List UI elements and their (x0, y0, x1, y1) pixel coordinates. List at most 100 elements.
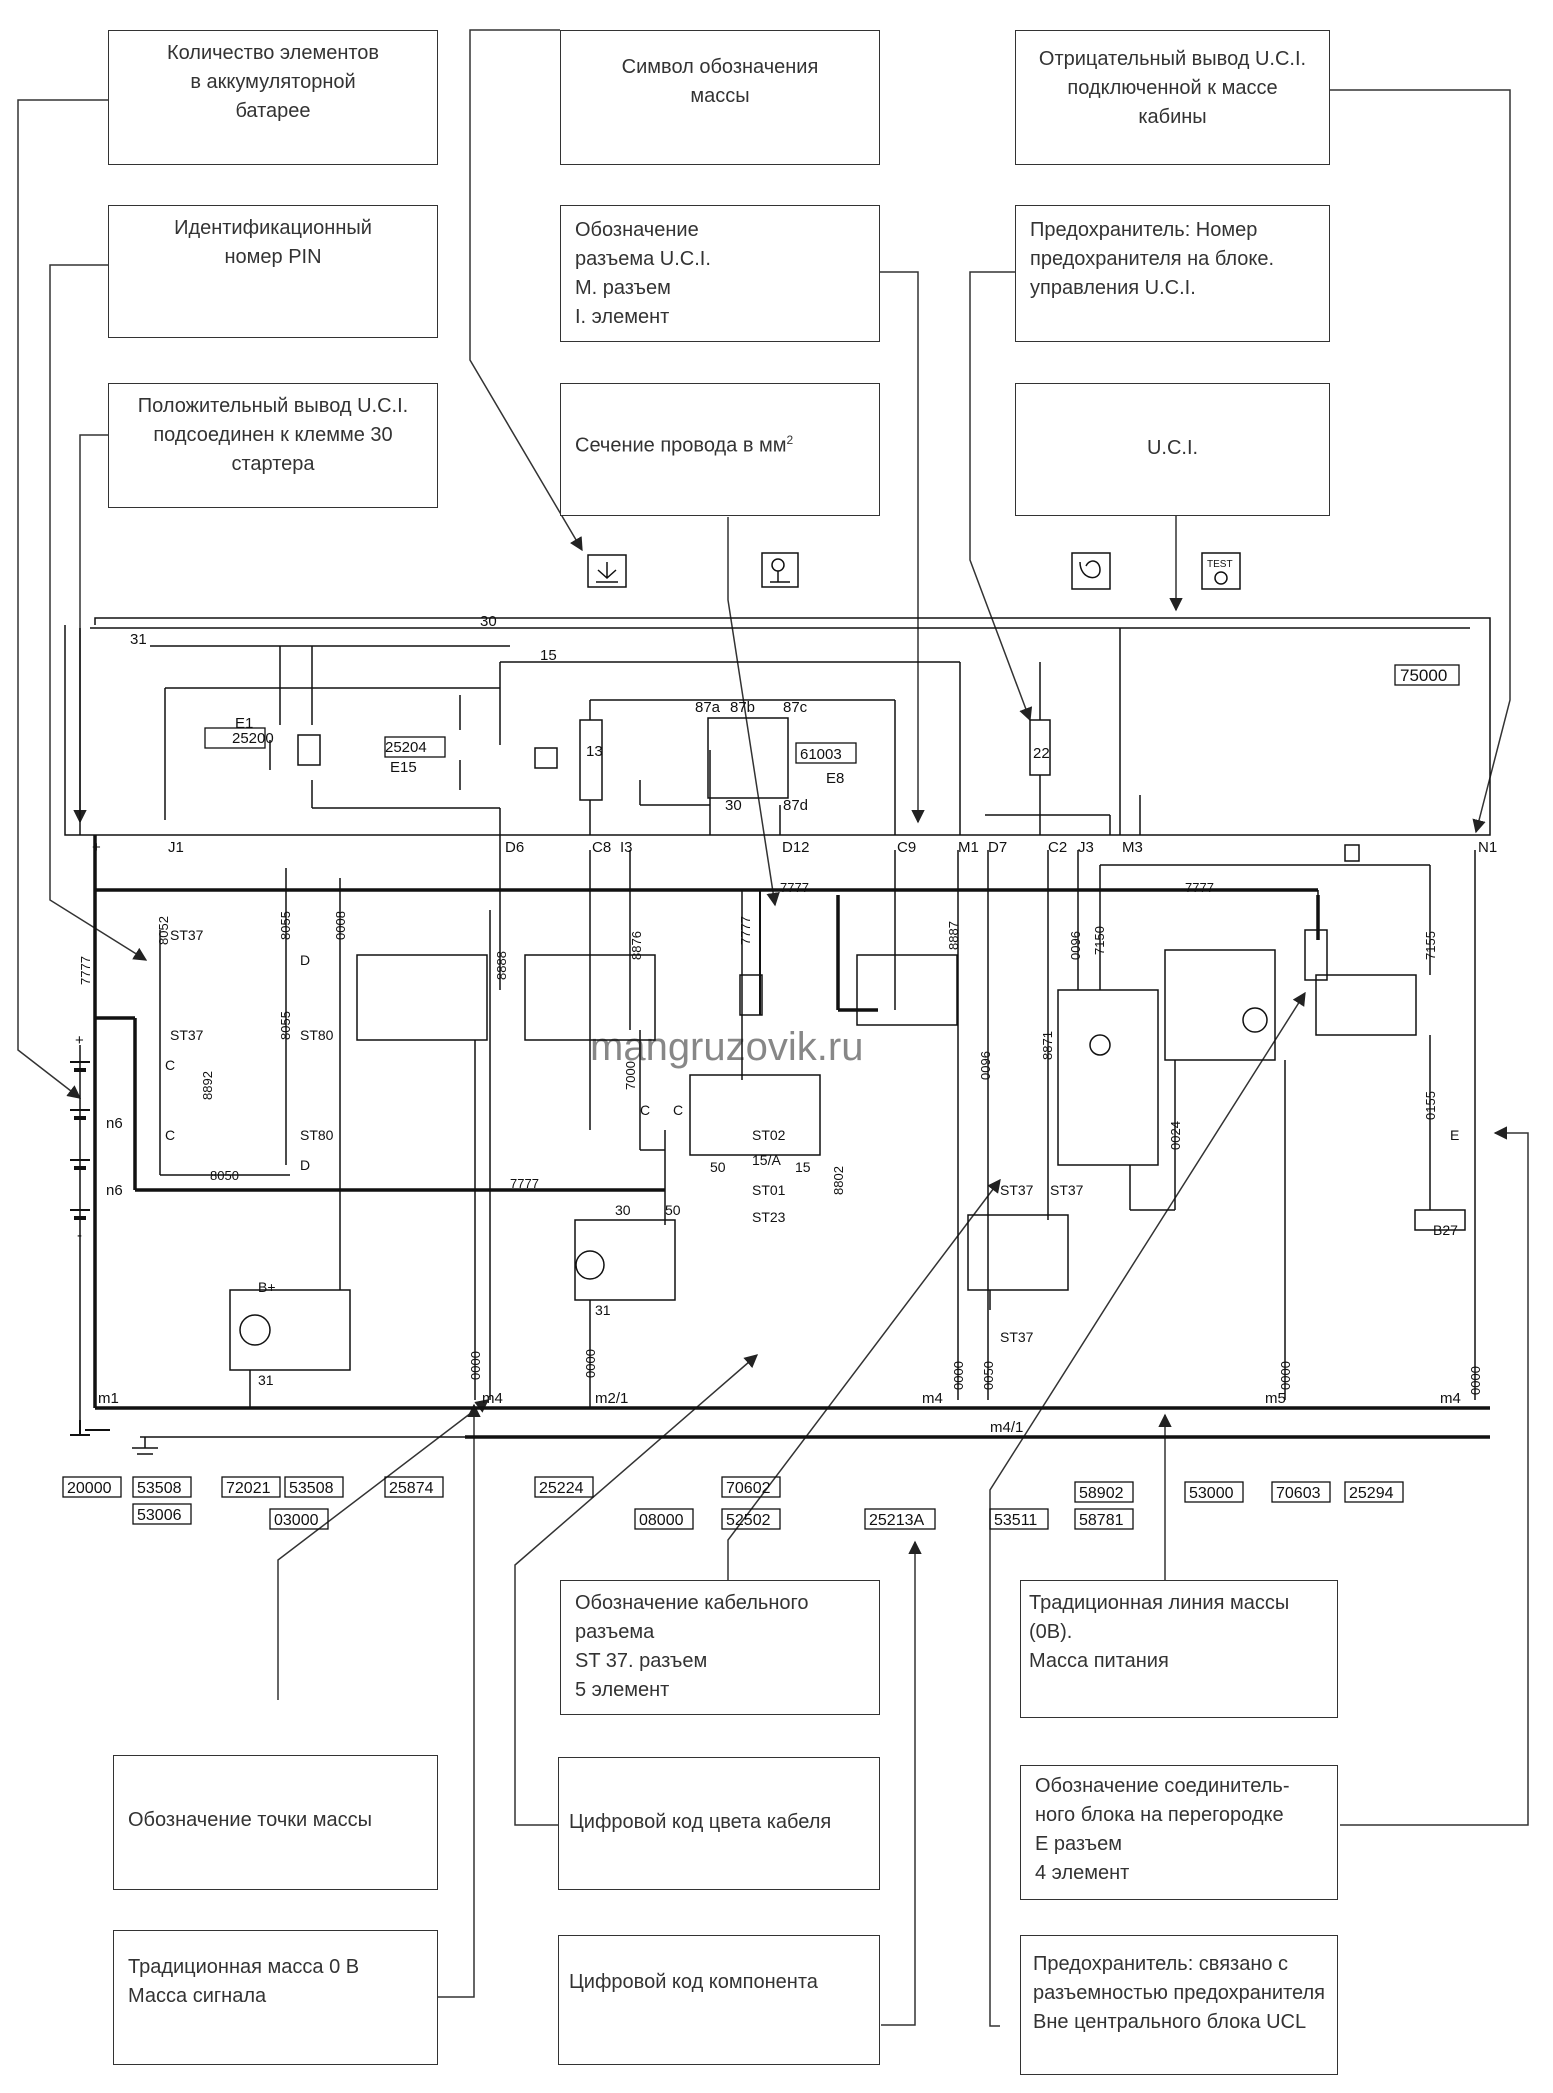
svg-text:7155: 7155 (1423, 931, 1438, 960)
svg-text:7777: 7777 (780, 880, 809, 895)
svg-text:50: 50 (665, 1202, 681, 1218)
svg-text:ST37: ST37 (170, 927, 204, 943)
svg-text:53000: 53000 (1189, 1485, 1234, 1502)
svg-text:E15: E15 (390, 759, 417, 776)
svg-text:8888: 8888 (494, 951, 509, 980)
svg-text:53508: 53508 (289, 1480, 334, 1497)
svg-text:ST37: ST37 (1050, 1182, 1084, 1198)
svg-text:B+: B+ (258, 1279, 276, 1295)
svg-text:J1: J1 (168, 839, 184, 856)
test-icon (1201, 552, 1241, 590)
svg-text:30: 30 (615, 1202, 631, 1218)
svg-text:25224: 25224 (539, 1480, 584, 1497)
svg-text:0096: 0096 (978, 1051, 993, 1080)
svg-text:8050: 8050 (210, 1168, 239, 1183)
svg-text:n6: n6 (106, 1182, 123, 1199)
svg-text:58781: 58781 (1079, 1512, 1124, 1529)
svg-text:0000: 0000 (583, 1349, 598, 1378)
svg-text:0000: 0000 (468, 1351, 483, 1380)
svg-text:87b: 87b (730, 699, 755, 716)
svg-text:87a: 87a (695, 699, 721, 716)
svg-text:25204: 25204 (385, 739, 427, 756)
svg-text:7777: 7777 (738, 916, 753, 945)
svg-text:ST80: ST80 (300, 1127, 334, 1143)
svg-text:61003: 61003 (800, 746, 842, 763)
svg-text:72021: 72021 (226, 1480, 271, 1497)
svg-text:m5: m5 (1265, 1390, 1286, 1407)
component-codes: 20000 53508 72021 53508 25874 25224 7060… (67, 1480, 1394, 1529)
svg-text:87d: 87d (783, 797, 808, 814)
svg-text:D: D (300, 952, 310, 968)
svg-text:7777: 7777 (510, 1176, 539, 1191)
svg-text:n6: n6 (106, 1115, 123, 1132)
svg-text:J3: J3 (1078, 839, 1094, 856)
svg-text:52502: 52502 (726, 1512, 771, 1529)
svg-text:13: 13 (586, 743, 603, 760)
svg-text:D: D (300, 1157, 310, 1173)
svg-text:31: 31 (130, 631, 147, 648)
svg-text:8802: 8802 (831, 1166, 846, 1195)
svg-text:8892: 8892 (200, 1071, 215, 1100)
svg-text:03000: 03000 (274, 1512, 319, 1529)
svg-text:8887: 8887 (946, 921, 961, 950)
callout-uci-positive: Положительный вывод U.C.I.подсоединен к … (108, 383, 438, 508)
svg-text:8876: 8876 (629, 931, 644, 960)
svg-text:ST37: ST37 (170, 1027, 204, 1043)
wire-section-icon (761, 552, 799, 588)
uci-code: 75000 (1400, 666, 1447, 685)
svg-text:7150: 7150 (1092, 926, 1107, 955)
callout-wire-section: Сечение провода в мм2 (560, 383, 880, 516)
svg-text:31: 31 (258, 1372, 274, 1388)
svg-text:53508: 53508 (137, 1480, 182, 1497)
battery (70, 1045, 90, 1436)
svg-text:ST23: ST23 (752, 1209, 786, 1225)
power-bus-7777 (93, 835, 1320, 1408)
callout-ground-point: Обозначение точки массы (113, 1755, 438, 1890)
svg-text:ST80: ST80 (300, 1027, 334, 1043)
svg-text:-: - (77, 1227, 82, 1244)
svg-text:m4: m4 (482, 1390, 503, 1407)
svg-text:m4: m4 (1440, 1390, 1461, 1407)
svg-text:15: 15 (795, 1159, 811, 1175)
svg-text:53511: 53511 (994, 1512, 1037, 1529)
callout-bulkhead-connector: Обозначение соединитель-ного блока на пе… (1020, 1765, 1338, 1900)
svg-text:D12: D12 (782, 839, 810, 856)
top-buses (79, 627, 1470, 835)
svg-text:E8: E8 (826, 770, 844, 787)
svg-text:M1: M1 (958, 839, 979, 856)
callout-cable-color-code: Цифровой код цвета кабеля (558, 1757, 880, 1890)
connector-labels: ST37 ST37 ST80 ST80 C C D D C C ST01 ST0… (165, 927, 1459, 1388)
svg-text:58902: 58902 (1079, 1485, 1124, 1502)
svg-text:25200: 25200 (232, 730, 274, 747)
svg-text:ST37: ST37 (1000, 1329, 1034, 1345)
callout-traditional-ground-line: Традиционная линия массы (0В).Масса пита… (1020, 1580, 1338, 1718)
uci-pins: + J1 D6 C8 I3 D12 C9 M1 D7 C2 J3 M3 N1 (92, 839, 1497, 856)
svg-text:25294: 25294 (1349, 1485, 1394, 1502)
svg-text:+: + (75, 1032, 84, 1049)
svg-text:87c: 87c (783, 699, 808, 716)
svg-text:C: C (165, 1057, 175, 1073)
svg-text:7000: 7000 (623, 1061, 638, 1090)
watermark: mangruzovik.ru (590, 1025, 863, 1069)
svg-text:ST02: ST02 (752, 1127, 786, 1143)
svg-text:7777: 7777 (78, 956, 93, 985)
svg-text:M3: M3 (1122, 839, 1143, 856)
svg-text:0000: 0000 (1278, 1361, 1293, 1390)
svg-text:E1: E1 (235, 715, 253, 732)
svg-text:0008: 0008 (333, 911, 348, 940)
svg-text:E: E (1450, 1127, 1459, 1143)
svg-text:70602: 70602 (726, 1480, 771, 1497)
uci-relays (269, 717, 1051, 801)
svg-text:50: 50 (710, 1159, 726, 1175)
leader-lines (17, 29, 1529, 2027)
component-code-boxes (62, 1476, 1404, 1530)
